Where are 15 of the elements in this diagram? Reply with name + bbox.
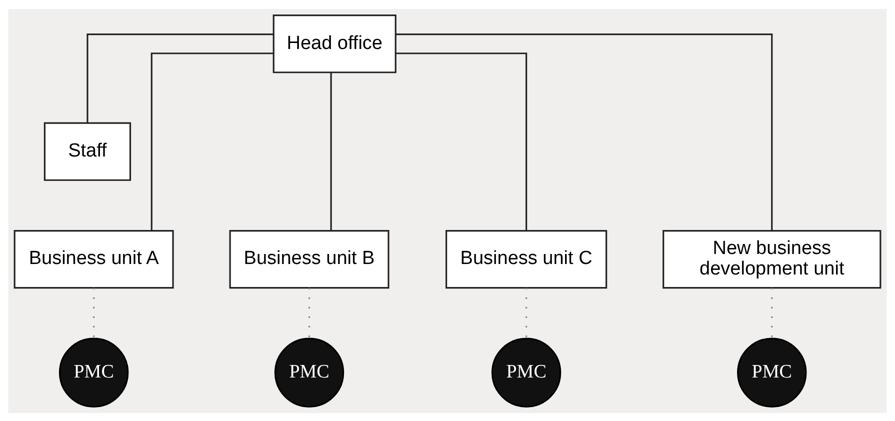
node-box: Business unit A [14,230,174,288]
node-circle: PMC [58,337,129,407]
node-box: Head office [272,14,396,73]
connector [330,72,332,230]
connector [86,33,274,122]
connector [150,52,274,230]
node-circle: PMC [737,337,807,407]
connector [396,33,773,230]
node-box: Business unit B [229,230,390,288]
connector [396,52,528,230]
node-box: New business development unit [662,230,882,288]
node-circle: PMC [491,337,562,407]
node-box: Staff [44,122,132,180]
node-box: Business unit C [446,230,608,288]
node-circle: PMC [274,337,344,407]
